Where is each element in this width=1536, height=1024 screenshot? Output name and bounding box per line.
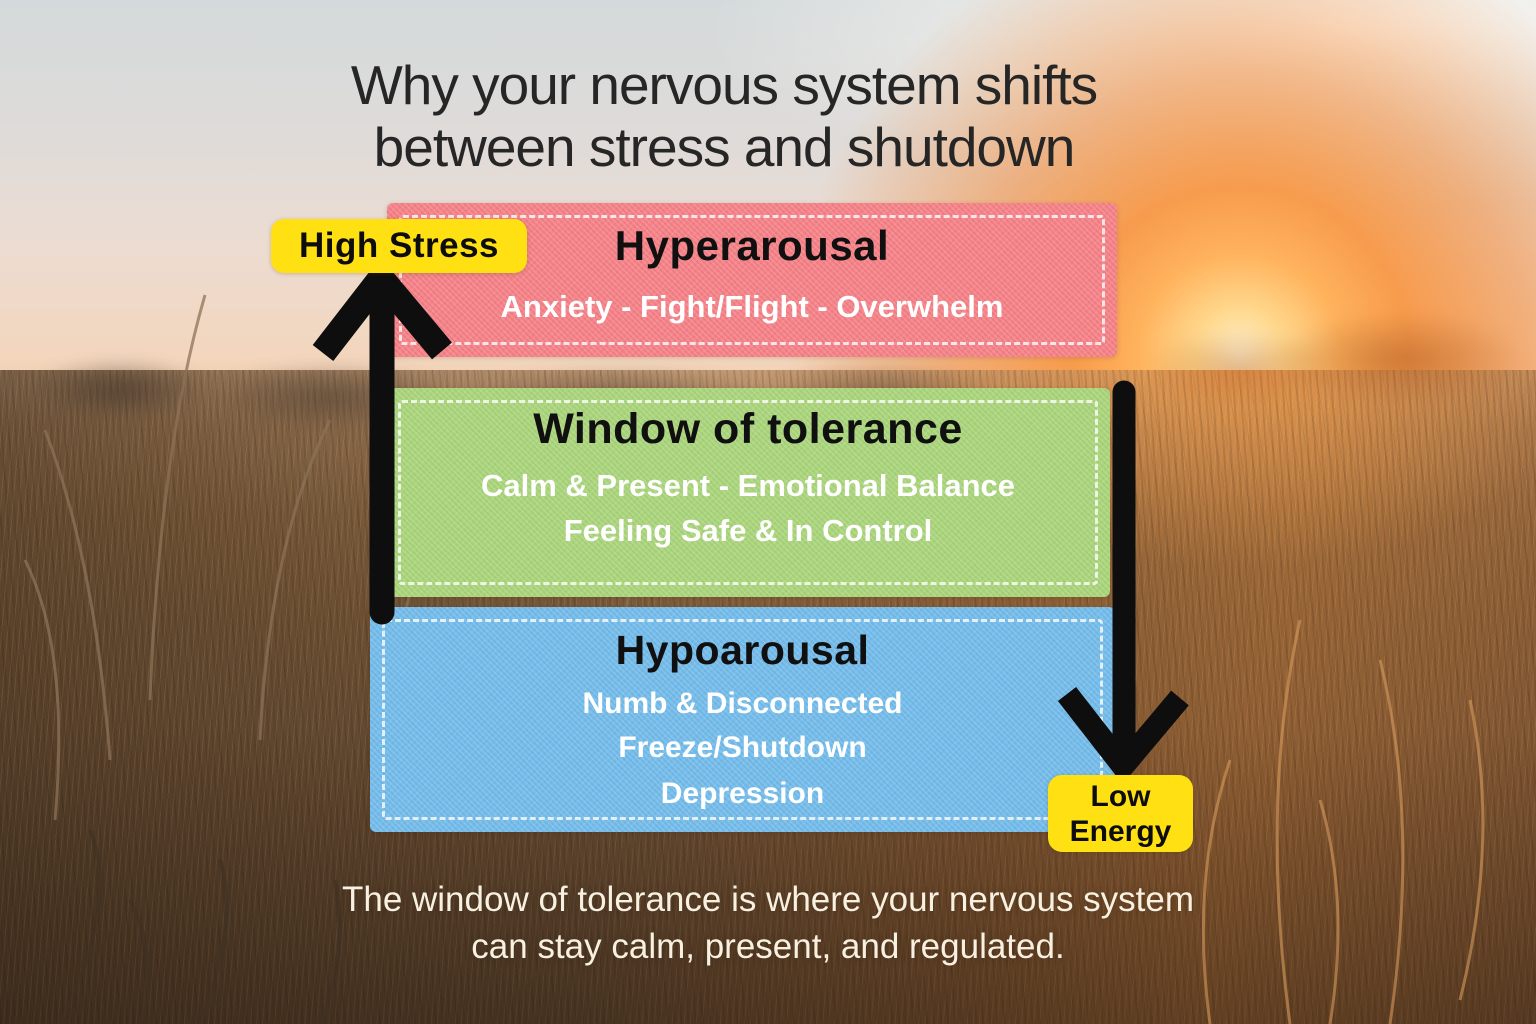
zone-hypoarousal-line-2: Freeze/Shutdown bbox=[618, 731, 867, 764]
zone-window-of-tolerance: Window of tolerance Calm & Present - Emo… bbox=[386, 388, 1110, 597]
zone-hypoarousal-title: Hypoarousal bbox=[615, 627, 870, 673]
caption-line-1: The window of tolerance is where your ne… bbox=[341, 880, 1195, 919]
zone-hyperarousal-subtitle: Anxiety - Fight/Flight - Overwhelm bbox=[500, 289, 1004, 324]
zone-hypoarousal-line-1: Numb & Disconnected bbox=[582, 687, 903, 720]
zone-hypoarousal-line-3: Depression bbox=[660, 777, 825, 810]
zone-hyperarousal-title: Hyperarousal bbox=[614, 222, 890, 269]
zone-window-title: Window of tolerance bbox=[533, 405, 963, 453]
low-energy-label: Low Energy bbox=[1048, 775, 1193, 852]
zone-window-line-1: Calm & Present - Emotional Balance bbox=[480, 468, 1016, 503]
page-title: Why your nervous system shifts between s… bbox=[0, 54, 1448, 178]
high-stress-label: High Stress bbox=[271, 219, 527, 273]
caption-line-2: can stay calm, present, and regulated. bbox=[471, 927, 1065, 966]
caption: The window of tolerance is where your ne… bbox=[0, 876, 1536, 970]
page-title-line-2: between stress and shutdown bbox=[373, 116, 1076, 178]
page-title-line-1: Why your nervous system shifts bbox=[350, 54, 1098, 116]
zone-hypoarousal: Hypoarousal Numb & Disconnected Freeze/S… bbox=[370, 607, 1115, 832]
zone-window-line-2: Feeling Safe & In Control bbox=[563, 513, 933, 548]
